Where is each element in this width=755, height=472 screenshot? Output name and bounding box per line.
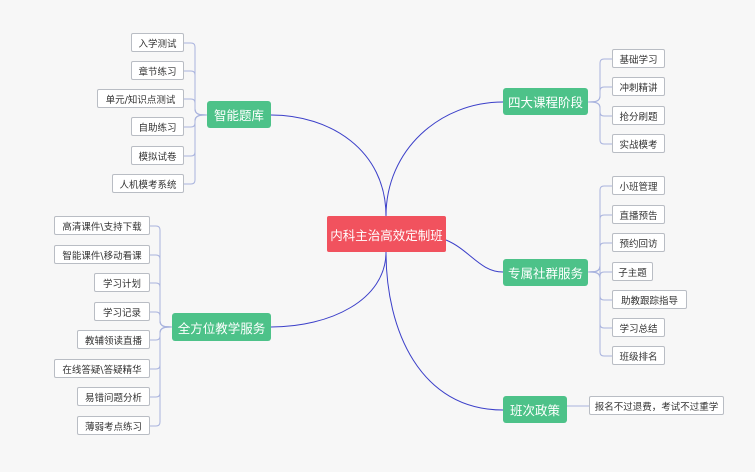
connector-line [587,86,612,103]
leaf-topic[interactable]: 章节练习 [131,61,184,80]
branch-topic-zhuanshu-shequn[interactable]: 专属社群服务 [503,259,588,286]
connector-line [385,251,504,411]
leaf-topic[interactable]: 小班管理 [612,176,665,195]
connector-line [150,326,173,398]
connector-line [385,101,504,217]
connector-line [587,265,612,277]
connector-line [150,254,173,328]
leaf-topic[interactable]: 教辅领读直播 [77,330,150,349]
connector-line [150,326,173,370]
branch-topic-quanfangwei-jiaoxue[interactable]: 全方位教学服务 [172,313,271,341]
leaf-topic[interactable]: 学习计划 [94,273,150,292]
leaf-topic[interactable]: 人机模考系统 [112,174,184,193]
leaf-topic[interactable]: 学习总结 [612,318,665,337]
connector-line [270,114,387,217]
leaf-topic[interactable]: 入学测试 [131,33,184,52]
connector-line [184,114,208,185]
leaf-topic[interactable]: 子主题 [612,262,653,281]
connector-line [270,251,387,328]
leaf-topic[interactable]: 直播预告 [612,205,665,224]
connector-line [445,239,504,273]
connector-line [150,311,173,328]
leaf-topic[interactable]: 班级排名 [612,346,665,365]
leaf-topic[interactable]: 单元/知识点测试 [97,89,184,108]
connector-line [587,271,612,357]
connector-line [150,326,173,427]
leaf-topic[interactable]: 智能课件\移动看课 [54,245,150,264]
leaf-topic[interactable]: 报名不过退费，考试不过重学 [589,396,724,415]
leaf-topic[interactable]: 模拟试卷 [131,146,184,165]
root-topic[interactable]: 内科主治高效定制班 [327,216,446,252]
branch-topic-sida-kecheng[interactable]: 四大课程阶段 [503,88,588,115]
leaf-topic[interactable]: 薄弱考点练习 [77,416,150,435]
leaf-topic[interactable]: 易错问题分析 [77,387,150,406]
leaf-topic[interactable]: 基础学习 [612,49,665,68]
leaf-topic[interactable]: 在线答疑\答疑精华 [54,359,150,378]
leaf-topic[interactable]: 学习记录 [94,302,150,321]
leaf-topic[interactable]: 实战模考 [612,134,665,153]
branch-topic-banci-zhengce[interactable]: 班次政策 [503,396,567,423]
leaf-topic[interactable]: 预约回访 [612,233,665,252]
leaf-topic[interactable]: 助教跟踪指导 [612,290,687,309]
leaf-topic[interactable]: 冲刺精讲 [612,77,665,96]
leaf-topic[interactable]: 抢分刷题 [612,106,665,125]
branch-topic-zhineng-tiku[interactable]: 智能题库 [207,101,271,128]
connector-line [150,282,173,328]
leaf-topic[interactable]: 自助练习 [131,117,184,136]
leaf-topic[interactable]: 高清课件\支持下载 [54,216,150,235]
connector-line [587,101,612,145]
